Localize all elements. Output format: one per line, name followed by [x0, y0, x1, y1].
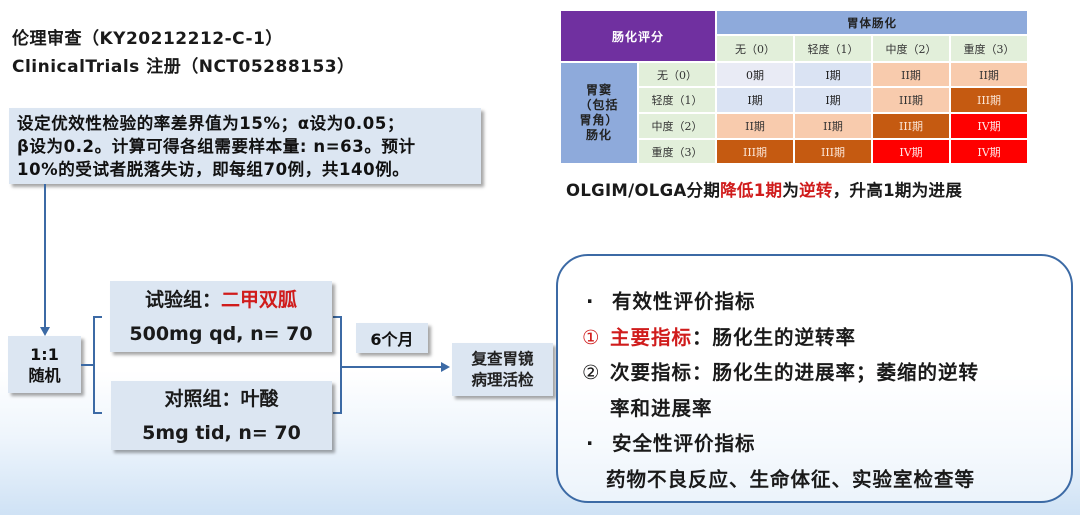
table-cell: II期: [715, 112, 795, 140]
olga-note-part3: 为: [782, 181, 800, 200]
sample-size-line-3: 10%的受试者脱落失访，即每组70例，共140例。: [17, 160, 410, 179]
secondary-outcome-text: 次要指标：肠化生的进展率；萎缩的逆转: [610, 361, 980, 384]
followup-line-2: 病理活检: [471, 370, 534, 389]
arrow-down-icon: [40, 327, 50, 336]
table-cell: III期: [793, 138, 873, 165]
table-cell: I期: [793, 61, 873, 88]
table-cell: II期: [871, 61, 951, 88]
safety-heading-row: · 安全性评价指标: [568, 426, 1061, 462]
table-cell: III期: [715, 138, 795, 165]
table-cell: IV期: [871, 138, 951, 165]
table-cell: III期: [871, 86, 951, 114]
efficacy-heading-row: · 有效性评价指标: [568, 284, 1061, 320]
table-cell: III期: [871, 112, 951, 140]
table-cell: IV期: [949, 112, 1029, 140]
olga-staging-note: OLGIM/OLGA分期降低1期为逆转，升高1期为进展: [566, 177, 962, 201]
olga-note-reversal: 逆转: [799, 181, 833, 200]
trial-group-label: 试验组：: [144, 288, 221, 311]
primary-outcome-label: 主要指标: [610, 325, 693, 349]
col-header: 无（0）: [715, 34, 795, 63]
table-cell: II期: [949, 61, 1029, 88]
table-cell: II期: [793, 112, 873, 140]
safety-text: 药物不良反应、生命体征、实验室检查等: [606, 467, 976, 491]
randomization-ratio: 1:1: [30, 344, 59, 364]
primary-outcome-text: ：肠化生的逆转率: [692, 325, 857, 349]
followup-box: 复查胃镜 病理活检: [452, 343, 553, 396]
table-col-group-label: 胃体肠化: [715, 9, 1029, 36]
primary-number-icon: ①: [582, 325, 601, 349]
table-cell: III期: [949, 86, 1029, 114]
trial-drug-name: 二甲双胍: [221, 288, 298, 311]
row-group-line: 肠化: [585, 128, 612, 142]
table-cell: IV期: [949, 138, 1029, 165]
table-corner-label: 肠化评分: [559, 9, 717, 63]
olga-note-part1: OLGIM/OLGA分期: [566, 181, 721, 200]
table-cell: 0期: [715, 61, 795, 88]
left-bracket: [93, 316, 102, 414]
control-group-label: 对照组：叶酸: [164, 387, 279, 410]
randomization-box: 1:1 随机: [8, 336, 81, 393]
col-header: 重度（3）: [949, 34, 1029, 63]
sample-size-line-1: 设定优效性检验的率差界值为15%；α设为0.05；: [17, 114, 405, 133]
control-group-dose: 5mg tid, n= 70: [142, 421, 301, 444]
connector-right-line: [342, 366, 442, 368]
row-group-line: 胃窦: [585, 83, 612, 97]
table-cell: I期: [715, 86, 795, 114]
efficacy-heading: 有效性评价指标: [612, 290, 756, 313]
connector-down-line: [44, 184, 46, 328]
olga-note-part5: ，升高1期为进展: [832, 181, 963, 200]
followup-line-1: 复查胃镜: [471, 349, 534, 368]
arrow-right-icon: [441, 362, 450, 372]
row-header: 轻度（1）: [637, 86, 717, 114]
olga-staging-table: 肠化评分 胃体肠化 无（0） 轻度（1） 中度（2） 重度（3） 胃窦 （包括 …: [559, 9, 1029, 165]
row-group-line: 胃角）: [579, 113, 619, 127]
col-header: 中度（2）: [871, 34, 951, 63]
secondary-outcome-row: ② 次要指标：肠化生的进展率；萎缩的逆转: [568, 355, 1061, 391]
row-group-line: （包括: [579, 98, 619, 112]
table-cell: I期: [793, 86, 873, 114]
outcomes-box: · 有效性评价指标 ① 主要指标：肠化生的逆转率 ② 次要指标：肠化生的进展率；萎缩的…: [556, 254, 1073, 503]
primary-outcome-row: ① 主要指标：肠化生的逆转率: [568, 320, 1061, 356]
randomization-label: 随机: [28, 365, 61, 385]
connector-rand-bracket: [81, 364, 94, 366]
row-header: 重度（3）: [637, 138, 717, 165]
duration-box: 6个月: [356, 323, 428, 353]
control-group-box: 对照组：叶酸 5mg tid, n= 70: [111, 381, 332, 450]
sample-size-box: 设定优效性检验的率差界值为15%；α设为0.05； β设为0.2。计算可得各组需…: [9, 108, 481, 184]
table-row-group-label: 胃窦 （包括 胃角） 肠化: [559, 61, 639, 165]
trial-registry-line: ClinicalTrials 注册（NCT05288153）: [12, 57, 355, 77]
trial-group-dose: 500mg qd, n= 70: [129, 322, 313, 345]
bullet-icon: ·: [586, 290, 595, 313]
ethics-approval-line: 伦理审查（KY20212212-C-1）: [12, 29, 283, 49]
secondary-number-icon: ②: [582, 361, 601, 384]
bullet-icon: ·: [586, 432, 595, 455]
safety-heading: 安全性评价指标: [612, 432, 756, 455]
col-header: 轻度（1）: [793, 34, 873, 63]
row-header: 中度（2）: [637, 112, 717, 140]
right-bracket: [333, 316, 342, 414]
secondary-outcome-cont: 率和进展率: [610, 396, 713, 420]
sample-size-line-2: β设为0.2。计算可得各组需要样本量: n=63。预计: [17, 137, 416, 156]
row-header: 无（0）: [637, 61, 717, 88]
trial-group-box: 试验组：二甲双胍 500mg qd, n= 70: [110, 281, 332, 352]
olga-note-decrease: 降低1期: [720, 181, 783, 200]
